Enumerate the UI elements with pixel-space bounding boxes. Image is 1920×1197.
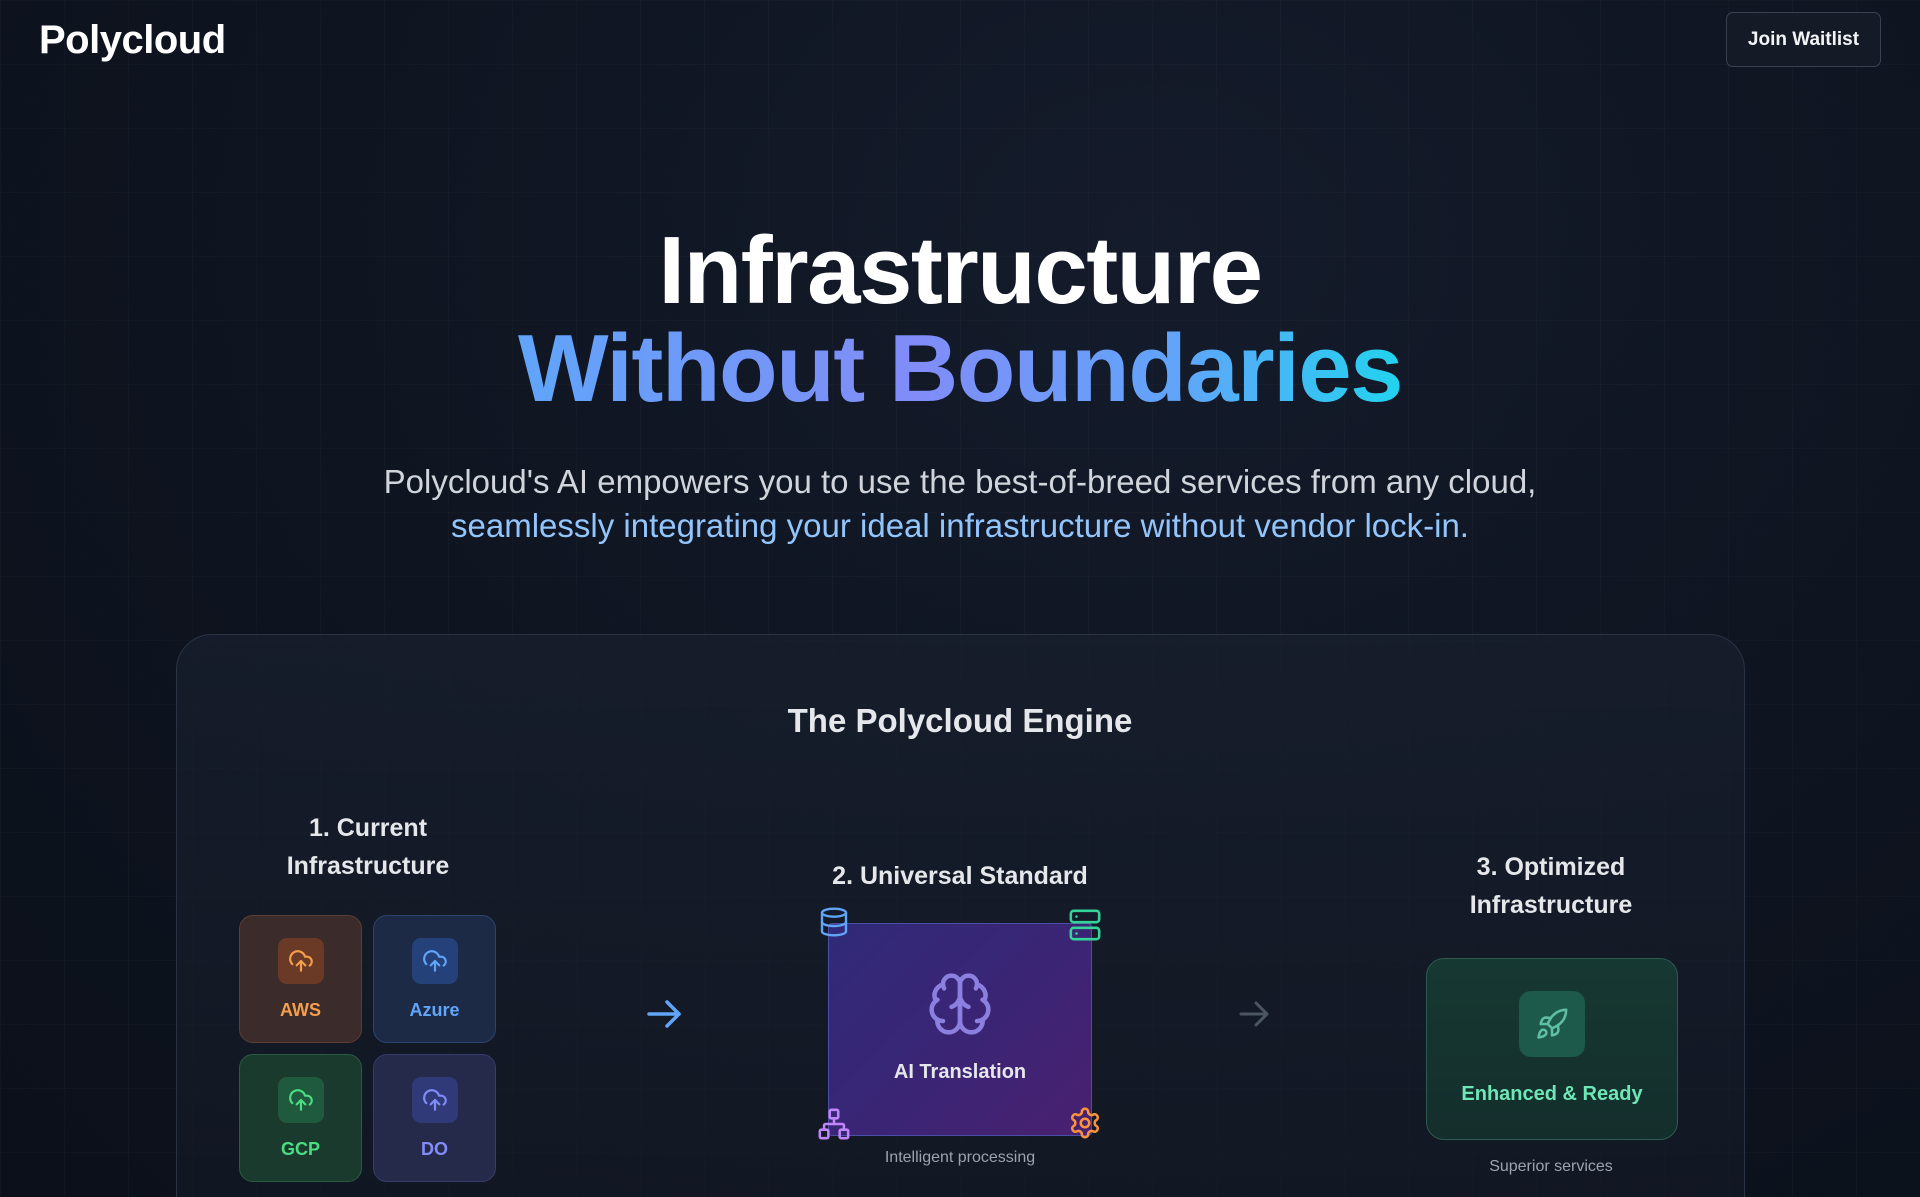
- step2-title: 2. Universal Standard: [832, 862, 1088, 890]
- provider-label: Azure: [409, 1000, 460, 1020]
- ai-translation-label: AI Translation: [893, 1061, 1027, 1083]
- provider-label: GCP: [280, 1139, 320, 1159]
- provider-card-do[interactable]: DO: [373, 1054, 496, 1182]
- gear-icon: [1068, 1106, 1102, 1145]
- cloud-upload-icon: [277, 1077, 324, 1123]
- logo[interactable]: Polycloud: [39, 18, 226, 62]
- enhanced-ready-label: Enhanced & Ready: [1461, 1083, 1643, 1105]
- provider-card-aws[interactable]: AWS: [239, 915, 362, 1043]
- rocket-icon: [1519, 991, 1585, 1057]
- hero-subtitle-line1: Polycloud's AI empowers you to use the b…: [383, 463, 1537, 500]
- arrow-right-icon: [1237, 997, 1273, 1036]
- step1-title-line2: Infrastructure: [286, 852, 450, 880]
- arrow-right-icon: [645, 997, 685, 1036]
- cloud-upload-icon: [277, 938, 324, 984]
- provider-label: AWS: [279, 1000, 321, 1020]
- step1-title: 1. Current Infrastructure: [248, 809, 488, 885]
- server-icon: [1068, 908, 1102, 947]
- brain-icon: [926, 970, 994, 1043]
- step3-title-line1: 3. Optimized: [1476, 853, 1626, 881]
- join-waitlist-button[interactable]: Join Waitlist: [1726, 12, 1881, 67]
- network-icon: [817, 1107, 851, 1146]
- step2-caption: Intelligent processing: [884, 1149, 1036, 1166]
- cloud-upload-icon: [411, 1077, 458, 1123]
- ai-translation-box[interactable]: AI Translation: [828, 923, 1092, 1136]
- step3-caption: Superior services: [1489, 1158, 1613, 1175]
- enhanced-ready-box[interactable]: Enhanced & Ready: [1426, 958, 1678, 1140]
- provider-card-gcp[interactable]: GCP: [239, 1054, 362, 1182]
- cloud-upload-icon: [411, 938, 458, 984]
- engine-title: The Polycloud Engine: [787, 702, 1133, 739]
- hero-subtitle-line2: seamlessly integrating your ideal infras…: [451, 507, 1469, 544]
- hero-title: Infrastructure Without Boundaries: [0, 222, 1920, 418]
- hero-subtitle: Polycloud's AI empowers you to use the b…: [0, 460, 1920, 548]
- provider-card-azure[interactable]: Azure: [373, 915, 496, 1043]
- hero-title-line1: Infrastructure: [658, 217, 1263, 324]
- step1-title-line1: 1. Current: [308, 814, 428, 842]
- step3-title: 3. Optimized Infrastructure: [1431, 848, 1671, 924]
- step3-title-line2: Infrastructure: [1469, 891, 1633, 919]
- hero-title-line2: Without Boundaries: [517, 315, 1404, 422]
- database-icon: [818, 905, 850, 944]
- provider-label: DO: [421, 1139, 448, 1159]
